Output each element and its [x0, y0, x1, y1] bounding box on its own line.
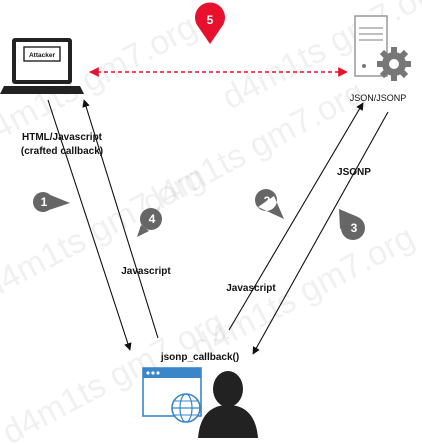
server-label: JSON/JSONP — [350, 93, 407, 103]
javascript-label-right: Javascript — [226, 283, 276, 294]
gear-icon — [377, 47, 411, 81]
step-3-number: 3 — [351, 221, 358, 235]
step-4-badge: 4 — [137, 208, 162, 237]
arrow-step-4 — [82, 99, 159, 339]
javascript-label-left: Javascript — [121, 266, 171, 277]
step-5-number: 5 — [207, 13, 214, 27]
step-2-badge: 2 — [255, 189, 284, 219]
globe-icon — [171, 393, 201, 423]
step-5-badge: 5 — [195, 2, 225, 44]
arrow-step-3 — [252, 111, 389, 355]
html-javascript-label: HTML/Javascript — [22, 132, 103, 143]
step-1-badge: 1 — [33, 192, 70, 212]
watermark-text: d4m1ts gm7.org — [186, 218, 421, 367]
arrow-step-2 — [228, 102, 364, 331]
attacker-label: Attacker — [29, 52, 55, 59]
step-2-number: 2 — [264, 194, 271, 208]
arrow-step-1 — [47, 99, 132, 351]
watermark-text: d4m1ts gm7.org — [0, 158, 211, 307]
attacker-laptop-icon: Attacker — [0, 38, 84, 94]
step-4-number: 4 — [149, 212, 156, 226]
jsonp-callback-label: jsonp_callback() — [160, 352, 239, 363]
crafted-callback-label: (crafted callback) — [21, 146, 103, 157]
step-3-badge: 3 — [339, 209, 365, 240]
user-silhouette-icon — [198, 371, 258, 438]
step-1-number: 1 — [41, 195, 48, 209]
